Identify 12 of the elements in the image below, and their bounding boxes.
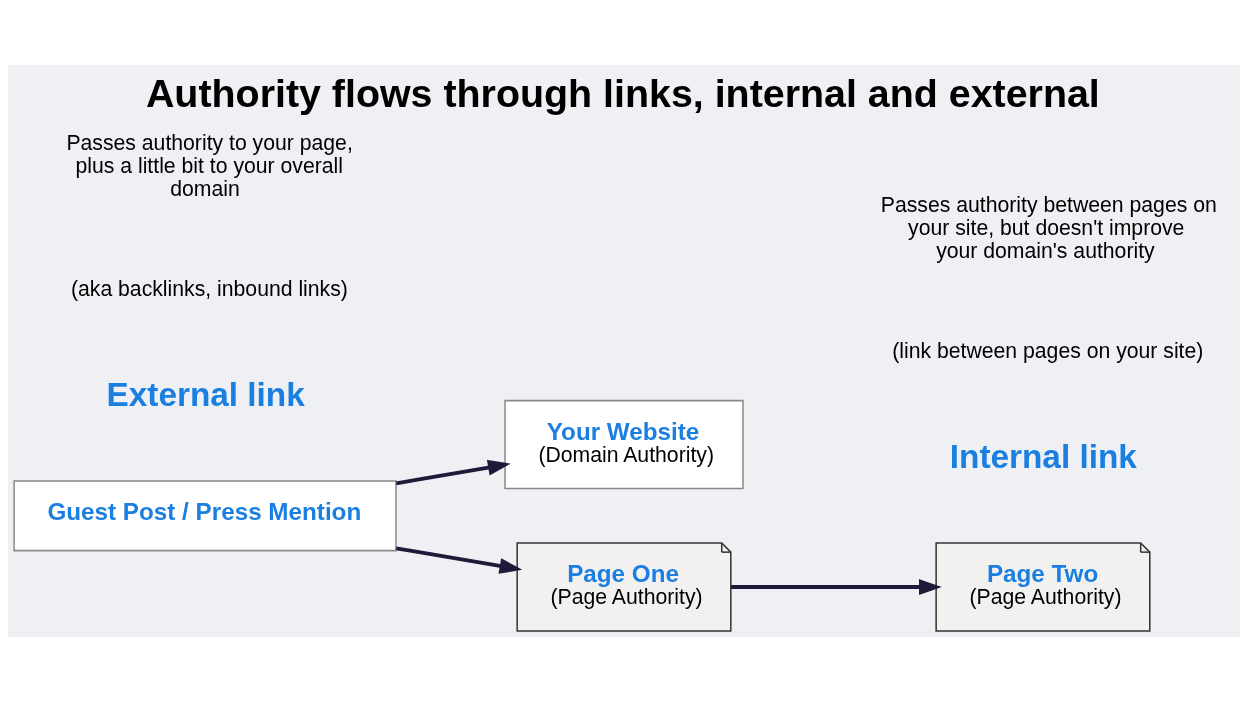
label: Internal link: [949, 438, 1137, 476]
arrow: [731, 579, 942, 595]
label: (link between pages on your site): [892, 338, 1204, 362]
diagram-title: Authority flows through links, internal and external: [145, 71, 1100, 116]
label: Passes authority to your page, plus a little bit to your overall domain: [66, 131, 353, 200]
arrow: [395, 459, 511, 486]
node-box: Guest Post / Press Mention: [13, 480, 397, 552]
label: External link: [106, 376, 305, 414]
label: (aka backlinks, inbound links): [70, 276, 348, 300]
node-box: Your Website (Domain Authority): [504, 399, 744, 490]
label: Passes authority between pages on your site, but doesn't improve your domain's authority: [880, 193, 1217, 262]
arrow: [395, 546, 523, 574]
